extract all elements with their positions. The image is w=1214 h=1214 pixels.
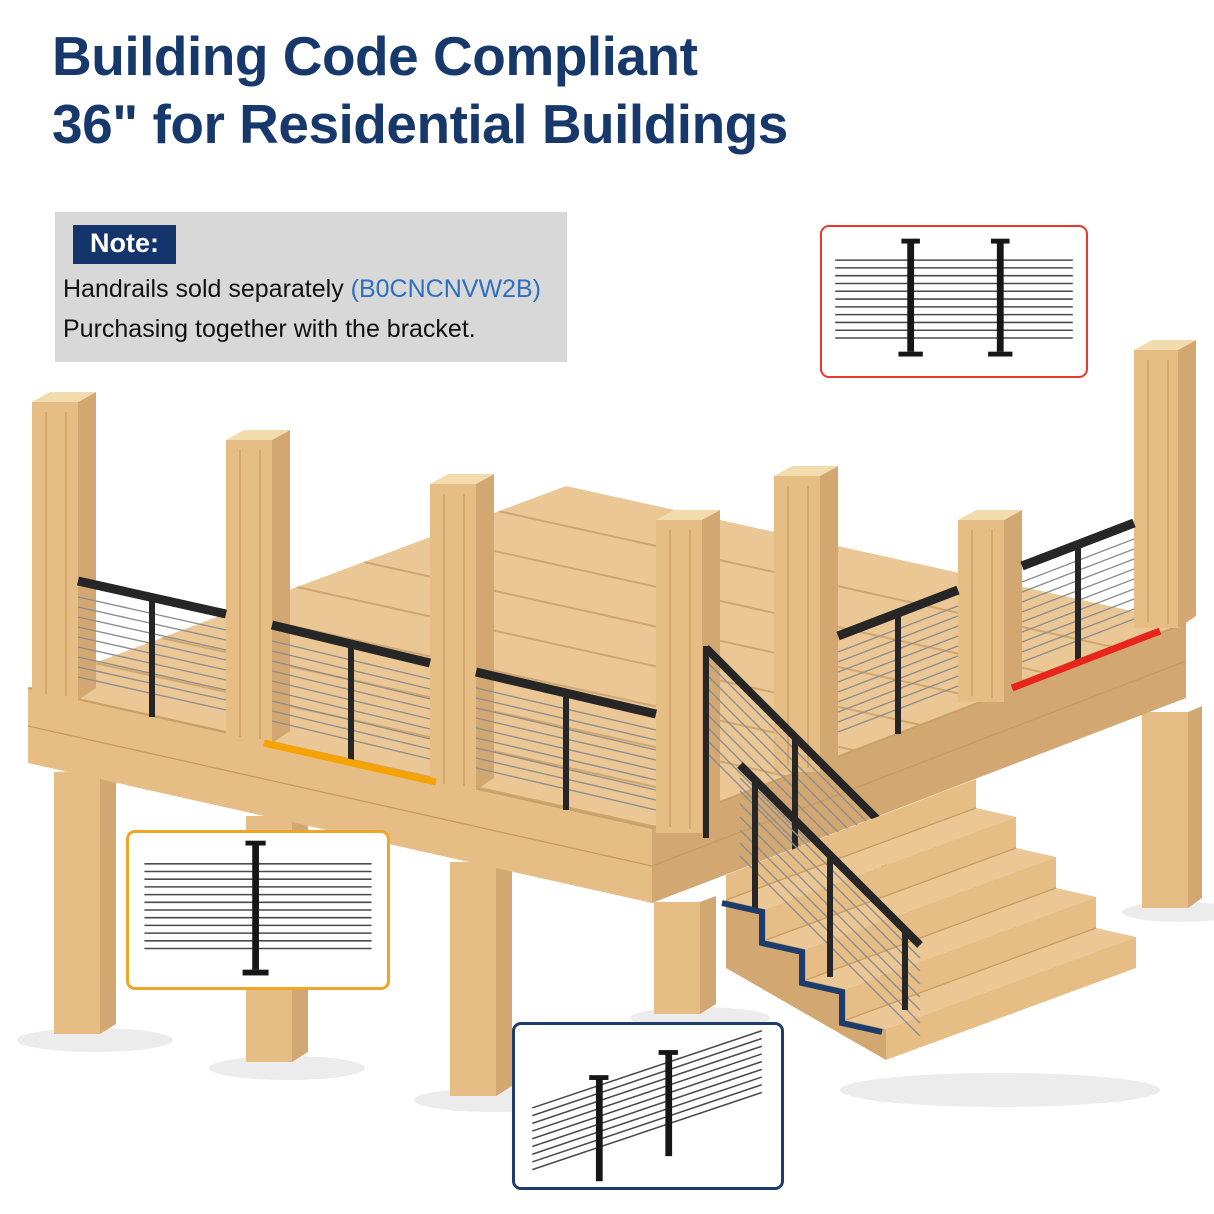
highlight-orange-line bbox=[263, 739, 437, 786]
highlight-navy-zigzag bbox=[721, 900, 883, 1035]
cable-railing-section bbox=[836, 585, 960, 734]
stair-railing-diagram bbox=[532, 1030, 763, 1182]
note-line-2: Purchasing together with the bracket. bbox=[63, 315, 476, 343]
stairs bbox=[725, 779, 1136, 1060]
note-box: Note: Handrails sold separately (B0CNCNV… bbox=[55, 212, 567, 362]
cable-railing-section bbox=[270, 620, 432, 762]
section-indicators bbox=[263, 627, 1162, 1035]
wood-post bbox=[774, 466, 838, 772]
support-post bbox=[450, 856, 512, 1096]
cable-railing-section bbox=[474, 667, 658, 811]
cable-railing-section bbox=[77, 576, 227, 717]
wood-posts bbox=[32, 340, 1196, 833]
single-post-diagram bbox=[144, 840, 372, 976]
support-posts bbox=[54, 706, 1202, 1096]
wood-post bbox=[430, 474, 494, 790]
callout-stair-railing bbox=[512, 1022, 784, 1190]
callout-single-post bbox=[126, 830, 390, 990]
highlight-red-line bbox=[1010, 627, 1162, 692]
wood-post bbox=[1134, 340, 1196, 628]
diagram-post bbox=[658, 1050, 678, 1157]
wood-post bbox=[958, 510, 1022, 702]
title-line-1: Building Code Compliant bbox=[52, 25, 698, 87]
diagram-post bbox=[589, 1075, 609, 1182]
asin-code: (B0CNCNVW2B) bbox=[350, 275, 541, 303]
page-title: Building Code Compliant 36" for Resident… bbox=[52, 22, 788, 158]
title-line-2: 36" for Residential Buildings bbox=[52, 93, 788, 156]
cable-railing-section bbox=[1020, 518, 1136, 665]
wood-post bbox=[32, 392, 96, 700]
diagram-post bbox=[898, 238, 923, 357]
diagram-post bbox=[242, 840, 269, 976]
wood-post bbox=[656, 510, 720, 833]
stair-railing-near bbox=[737, 762, 923, 1037]
note-line-1: Handrails sold separately (B0CNCNVW2B) bbox=[63, 275, 567, 304]
note-label: Note: bbox=[73, 225, 176, 264]
note-text: Handrails sold separately bbox=[63, 275, 351, 303]
level-railing-diagram bbox=[835, 238, 1073, 357]
support-post bbox=[54, 766, 116, 1034]
callout-level-railing bbox=[820, 225, 1088, 378]
diagram-post bbox=[988, 238, 1013, 357]
support-post bbox=[1142, 706, 1202, 908]
wood-post bbox=[226, 430, 290, 743]
support-post bbox=[654, 896, 716, 1014]
